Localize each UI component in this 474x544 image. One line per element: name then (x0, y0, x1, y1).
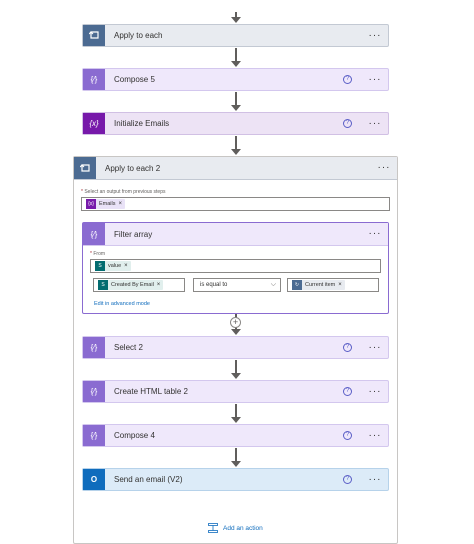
more-options-button[interactable]: ··· (368, 73, 382, 85)
from-input[interactable]: S value × (90, 259, 381, 273)
help-icon[interactable]: ? (343, 387, 352, 396)
connector-arrow (231, 136, 241, 156)
help-icon[interactable]: ? (343, 431, 352, 440)
emails-token[interactable]: {x} Emails × (86, 199, 126, 209)
initialize-emails-card[interactable]: {x} Initialize Emails ? ··· (82, 112, 389, 135)
card-title: Create HTML table 2 (114, 387, 188, 396)
card-title: Initialize Emails (114, 119, 170, 128)
help-icon[interactable]: ? (343, 75, 352, 84)
data-operation-icon: {∕} (83, 381, 105, 402)
remove-token-icon[interactable]: × (124, 263, 128, 269)
data-operation-icon: {∕} (83, 223, 105, 245)
connector-arrow (231, 48, 241, 68)
data-operation-icon: {∕} (83, 69, 105, 90)
card-title: Select 2 (114, 343, 143, 352)
help-icon[interactable]: ? (343, 475, 352, 484)
apply-to-each-card[interactable]: Apply to each ··· (82, 24, 389, 47)
connector-arrow (231, 360, 241, 380)
more-options-button[interactable]: ··· (368, 385, 382, 397)
data-operation-icon: {∕} (83, 337, 105, 358)
create-html-table-2-card[interactable]: {∕} Create HTML table 2 ? ··· (82, 380, 389, 403)
operator-select[interactable]: is equal to ⌵ (193, 278, 281, 292)
created-by-email-token[interactable]: S Created By Email × (98, 280, 164, 290)
variable-icon: {x} (86, 199, 96, 209)
card-title: Send an email (V2) (114, 475, 183, 484)
edit-advanced-mode-link[interactable]: Edit in advanced mode (94, 301, 150, 307)
loop-icon: ↻ (292, 280, 302, 290)
more-options-button[interactable]: ··· (377, 162, 391, 173)
condition-left-input[interactable]: S Created By Email × (93, 278, 185, 292)
more-options-button[interactable]: ··· (368, 29, 382, 41)
more-options-button[interactable]: ··· (368, 473, 382, 485)
from-label: * From (90, 251, 106, 257)
card-title: Apply to each 2 (105, 163, 161, 173)
select-output-label: * Select an output from previous steps (81, 189, 166, 195)
more-options-button[interactable]: ··· (368, 117, 382, 129)
compose-5-card[interactable]: {∕} Compose 5 ? ··· (82, 68, 389, 91)
card-title: Compose 5 (114, 75, 155, 84)
loop-icon (83, 25, 105, 46)
connector-arrow (231, 448, 241, 468)
insert-step-button[interactable]: + (230, 317, 241, 328)
value-token[interactable]: S value × (95, 261, 131, 271)
sharepoint-icon: S (98, 280, 108, 290)
remove-token-icon[interactable]: × (118, 201, 123, 207)
data-operation-icon: {∕} (83, 425, 105, 446)
connector-arrow (231, 12, 241, 24)
card-title: Apply to each (114, 31, 163, 40)
help-icon[interactable]: ? (343, 119, 352, 128)
connector-arrow (231, 92, 241, 112)
chevron-down-icon: ⌵ (270, 281, 276, 288)
select-2-card[interactable]: {∕} Select 2 ? ··· (82, 336, 389, 359)
more-options-button[interactable]: ··· (368, 228, 382, 239)
select-output-input[interactable]: {x} Emails × (81, 197, 390, 211)
add-action-button[interactable]: Add an action (208, 523, 263, 533)
variable-icon: {x} (83, 113, 105, 134)
more-options-button[interactable]: ··· (368, 341, 382, 353)
help-icon[interactable]: ? (343, 343, 352, 352)
current-item-token[interactable]: ↻ Current item × (292, 280, 345, 290)
add-action-icon (208, 523, 218, 533)
loop-icon (74, 157, 96, 179)
compose-4-card[interactable]: {∕} Compose 4 ? ··· (82, 424, 389, 447)
filter-array-card: {∕} Filter array ··· * From S value × S … (82, 222, 389, 314)
more-options-button[interactable]: ··· (368, 429, 382, 441)
outlook-icon: O (83, 469, 105, 490)
card-title: Filter array (114, 229, 153, 239)
remove-token-icon[interactable]: × (338, 282, 342, 288)
send-email-card[interactable]: O Send an email (V2) ? ··· (82, 468, 389, 491)
remove-token-icon[interactable]: × (156, 282, 161, 288)
connector-arrow (231, 404, 241, 424)
apply-to-each-2-header[interactable]: Apply to each 2 ··· (74, 157, 397, 180)
condition-right-input[interactable]: ↻ Current item × (287, 278, 379, 292)
sharepoint-icon: S (95, 261, 105, 271)
card-title: Compose 4 (114, 431, 155, 440)
add-action-label: Add an action (223, 524, 263, 532)
filter-array-header[interactable]: {∕} Filter array ··· (83, 223, 388, 246)
